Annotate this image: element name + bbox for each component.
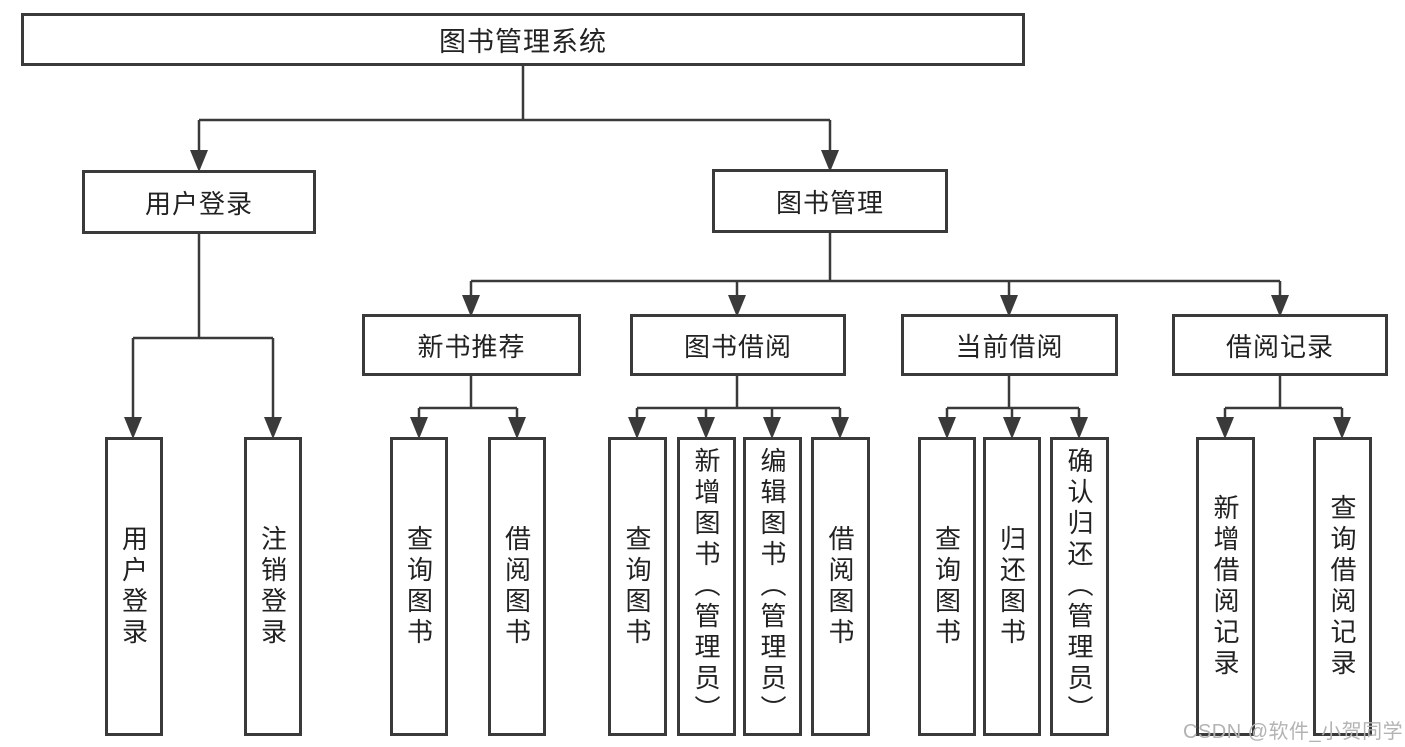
- node-user-login: 用户登录: [82, 170, 316, 234]
- connector-borrow-records-to-leaves: [1216, 376, 1351, 439]
- leaf-add-books-admin: 新增图书（管理员）: [677, 437, 736, 736]
- leaf-borrow-books: 借阅图书: [811, 437, 870, 736]
- leaf-query-books-recommend: 查询图书: [390, 437, 448, 736]
- connector-new-book-recommend-to-leaves: [410, 376, 526, 439]
- leaf-confirm-return-admin: 确认归还（管理员）: [1050, 437, 1109, 736]
- connector-root-to-branches: [190, 66, 839, 172]
- leaf-return-books: 归还图书: [983, 437, 1041, 736]
- node-current-borrow: 当前借阅: [901, 314, 1118, 376]
- leaf-query-books-current: 查询图书: [918, 437, 976, 736]
- connector-current-borrow-to-leaves: [938, 376, 1088, 439]
- leaf-query-books-borrow: 查询图书: [608, 437, 667, 736]
- csdn-watermark: CSDN @软件_小贺同学: [1183, 721, 1404, 743]
- connector-user-login-to-leaves: [124, 234, 282, 439]
- leaf-logout: 注销登录: [244, 437, 302, 736]
- leaf-edit-books-admin: 编辑图书（管理员）: [743, 437, 802, 736]
- node-book-management-system: 图书管理系统: [21, 13, 1025, 66]
- node-book-management: 图书管理: [712, 169, 948, 233]
- leaf-user-login: 用户登录: [105, 437, 163, 736]
- leaf-query-borrow-record: 查询借阅记录: [1313, 437, 1372, 736]
- leaf-borrow-books-recommend: 借阅图书: [488, 437, 546, 736]
- connector-book-borrow-to-leaves: [628, 376, 849, 439]
- node-book-borrow: 图书借阅: [630, 314, 846, 376]
- leaf-add-borrow-record: 新增借阅记录: [1196, 437, 1255, 736]
- connector-book-management-to-modules: [462, 233, 1289, 317]
- node-borrow-records: 借阅记录: [1172, 314, 1388, 376]
- node-new-book-recommend: 新书推荐: [362, 314, 581, 376]
